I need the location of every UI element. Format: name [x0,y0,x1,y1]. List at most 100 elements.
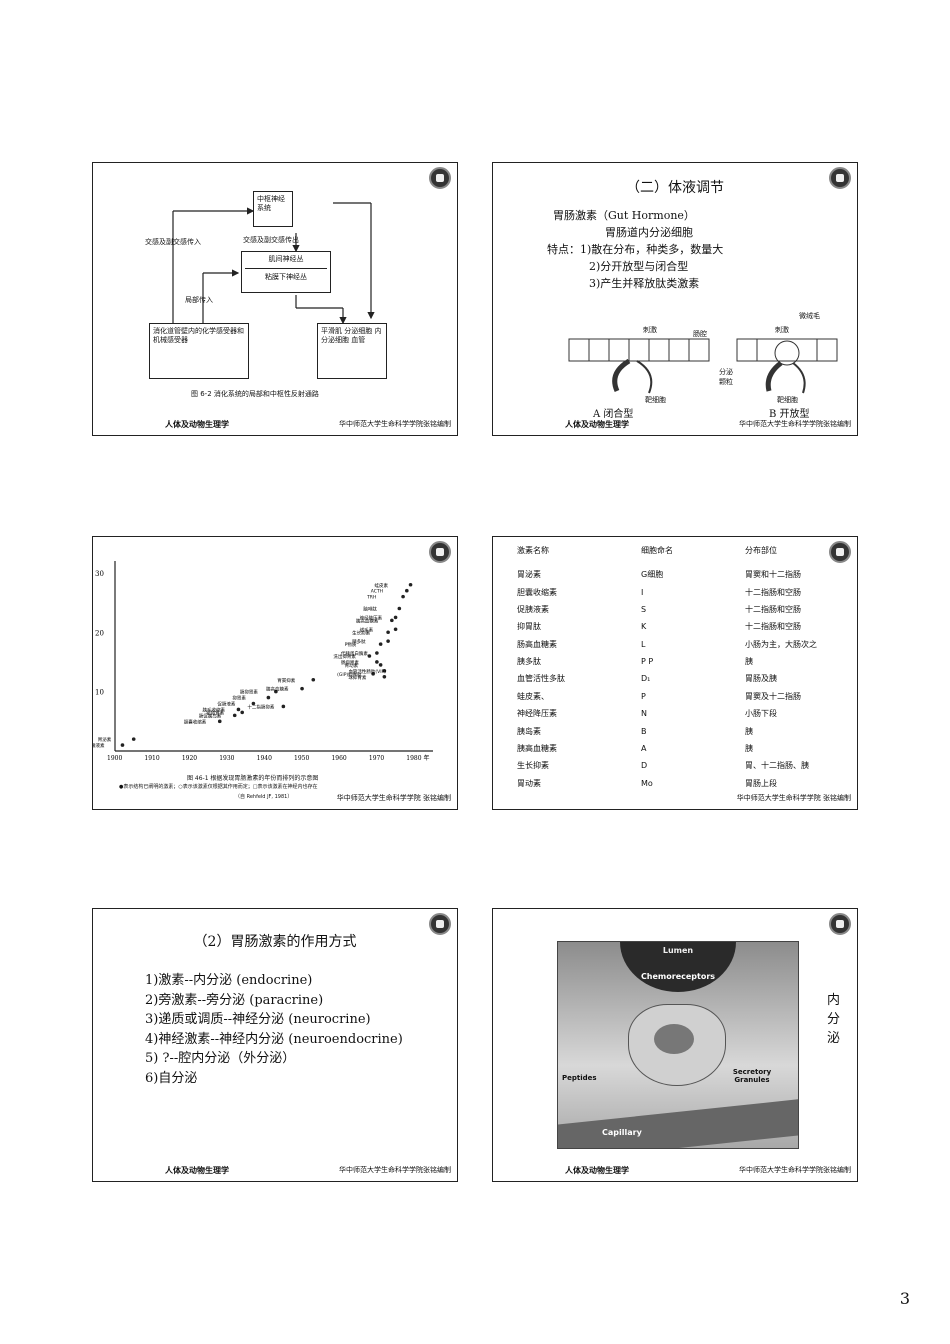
hormone-name: 胰岛素 [517,726,541,736]
mode-item: 5) ?--腔内分泌（外分泌） [145,1051,296,1066]
y-tick-label: 20 [95,629,104,637]
cell-name: S [641,604,647,614]
modes-list: 1)激素--内分泌 (endocrine) 2)旁激素--旁分泌 (paracri… [145,971,403,1088]
cell-name: K [641,622,647,632]
hormone-point-label: (GIP)抑胃肽 [337,671,362,678]
hormone-name: 肠高血糖素 [517,639,557,649]
distribution-site: 胰 [745,657,753,667]
hormone-point-label: 肠促胰岛素 [199,712,222,719]
hormone-point-label: 绒毛素 [360,626,374,633]
hormone-point [401,594,405,599]
distribution-site: 胃窦和十二指肠 [745,570,801,580]
hormone-point [375,651,379,655]
x-tick-label: 1930 [219,755,234,762]
hormone-point [232,713,237,718]
mode-item: 6)自分泌 [145,1070,198,1086]
hormone-name: 血管活性多肽 [517,674,565,684]
label-closed-type: A 闭合型 [593,409,634,420]
stimulus-label-b: 刺激 [775,326,789,334]
hormone-point-label: 血管活性肠肽(VIP) [348,668,386,675]
x-tick-label: 1920 [182,755,197,762]
hormone-point-label: 胰毛收缩素 [202,706,225,713]
hormone-point-label: 蛙皮素 [375,582,389,589]
col-header-cell: 细胞命名 [641,546,673,555]
hormone-point-label: 胃动素 [345,662,359,669]
cell-name: Mo [641,778,653,788]
cns-box: 中枢神经系统 [253,191,293,227]
cell-types-diagram [568,338,838,394]
receptors-box: 消化道管壁内的化学感受器和机械感受器 [149,323,249,379]
lumen-label: 肠腔 [693,330,707,338]
hormone-point-label: 抑胃素 [232,695,246,702]
footer-author: 华中师范大学生命科学学院张铭编制 [339,1166,451,1174]
hormone-name: 促胰液素 [517,604,549,614]
cell-name: D [641,761,648,771]
figure-caption: 图 6-2 消化系统的局部和中枢性反射通路 [191,390,319,398]
hormone-point [382,669,387,673]
hormone-name: 胰高血糖素 [517,743,557,753]
hormone-point-label: 胰高血糖素 [356,617,379,624]
lumen-label: Lumen [662,946,694,955]
slide-title: （二）体液调节 [626,180,724,196]
hormone-point-label: 脑啡肽 [363,606,377,613]
university-logo-icon [829,167,851,189]
plexus-box: 肌间神经丛粘膜下神经丛 [241,251,331,293]
local-afferent-label: 局部传入 [185,296,213,304]
cell-name: I [641,587,644,597]
footer-course: 人体及动物生理学 [165,1165,229,1175]
hormone-point [251,701,256,706]
cell-name: G细胞 [641,570,664,580]
hormone-name: 胆囊收缩素 [517,587,557,597]
slide-endocrine-illustration: Lumen Chemoreceptors Peptides Secretory … [492,908,858,1182]
university-logo-icon [829,913,851,935]
hormone-point-label: 十二指肠抑素 [247,703,274,710]
chemoreceptors-label: Chemoreceptors [640,972,716,981]
x-tick-label: 1940 [257,755,272,762]
hormone-point [131,737,136,741]
hormone-point [393,627,398,632]
footer-course: 人体及动物生理学 [565,419,629,429]
sympa-out-label: 交感及副交感传出 [243,236,299,244]
hormone-point-label: 促胰液素 [93,742,105,749]
sympa-in-label: 交感及副交感传入 [145,238,201,246]
table-row: 胃泌素 G细胞 胃窦和十二指肠 [515,566,845,583]
hormone-point [367,654,372,658]
hormone-name: 神经降压素 [517,709,557,719]
label-open-type: B 开放型 [769,409,810,420]
cell-name: L [641,639,646,649]
slide-reflex-pathway: 中枢神经系统 交感及副交感传入 交感及副交感传出 肌间神经丛粘膜下神经丛 局部传… [92,162,458,436]
cell-name: N [641,709,647,719]
chart-legend-note: ●表示结构已阐明的激素；○表示该激素仅根据其作用而定；□表示该激素在神经内也存在 [119,784,318,790]
hormone-point [266,695,271,700]
mode-item: 1)激素--内分泌 (endocrine) [145,973,313,988]
capillary-label: Capillary [602,1128,642,1137]
hormone-name: 抑胃肽 [517,622,541,632]
cell-name: B [641,726,647,736]
cell-name: P [641,691,646,701]
x-tick-label: 1980 年 [406,754,429,762]
university-logo-icon [429,541,451,563]
mode-item: 2)旁激素--旁分泌 (paracrine) [145,992,324,1008]
hormone-point [378,642,383,646]
distribution-site: 十二指肠和空肠 [745,604,801,614]
hormone-point [390,618,394,623]
hormone-point [281,704,286,709]
illustration: Lumen Chemoreceptors Peptides Secretory … [557,941,799,1149]
hormone-name: 胃泌素 [517,570,541,580]
x-tick-label: 1910 [144,755,159,762]
hormone-point [408,582,413,587]
footer-author: 华中师范大学生命科学学院 张铭编制 [736,794,851,802]
hormone-name: 生长抑素 [517,761,549,771]
hormone-point [274,689,278,694]
hormone-point-label: 代胰蛋白酶素 [341,650,368,657]
